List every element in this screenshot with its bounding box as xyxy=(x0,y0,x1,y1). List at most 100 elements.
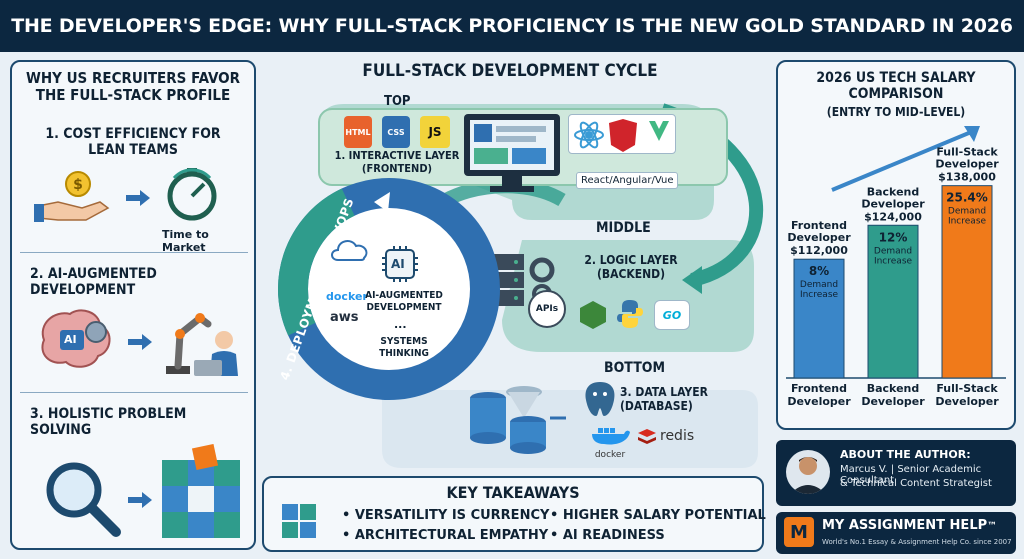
title-bar: THE DEVELOPER'S EDGE: WHY FULL-STACK PRO… xyxy=(0,0,1024,52)
top-tag: TOP xyxy=(384,94,411,109)
bar-category-above: Full-Stack xyxy=(936,146,998,159)
takeaway-bullet: • HIGHER SALARY POTENTIAL xyxy=(550,508,766,523)
monitor-icon xyxy=(462,112,562,196)
docker-db-icon: docker xyxy=(590,424,630,460)
bar-demand-word: Increase xyxy=(800,290,839,300)
go-icon: GO xyxy=(654,300,690,330)
x-tick-label: Developer xyxy=(935,395,999,408)
aws-label: aws xyxy=(330,310,359,325)
puzzle-icon xyxy=(158,443,246,540)
svg-text:$: $ xyxy=(73,177,83,193)
center-line2: SYSTEMS THINKING xyxy=(379,336,429,359)
bar-value-label: $124,000 xyxy=(864,210,922,223)
ai-chip-label: AI xyxy=(64,333,77,346)
devops-ring xyxy=(278,178,500,400)
arrow-right-icon xyxy=(128,334,152,350)
time-to-market-caption: Time to Market xyxy=(162,228,209,254)
bar-0 xyxy=(793,258,845,379)
item-ai-augmented: 2. AI-AUGMENTED DEVELOPMENT xyxy=(30,266,157,299)
brain-icon xyxy=(34,306,118,374)
bar-demand-word: Increase xyxy=(874,256,913,266)
postgres-icon xyxy=(582,380,618,420)
takeaway-4: AI READINESS xyxy=(562,528,665,543)
avatar xyxy=(786,450,830,494)
author-panel: ABOUT THE AUTHOR: Marcus V. | Senior Aca… xyxy=(776,440,1016,506)
bar-category-above: Developer xyxy=(935,158,999,171)
brand-logo-letter: M xyxy=(790,521,808,543)
api-label: APIs xyxy=(535,304,559,314)
brand-logo: M xyxy=(784,517,814,547)
bar-value-label: $138,000 xyxy=(938,171,996,184)
divider xyxy=(20,252,248,253)
cloud-icon xyxy=(330,236,370,262)
x-tick-label: Frontend xyxy=(791,382,847,395)
takeaway-1: VERSATILITY IS CURRENCY xyxy=(354,508,550,523)
salary-heading: 2026 US TECH SALARY COMPARISON xyxy=(816,70,976,103)
recruiters-heading: WHY US RECRUITERS FAVOR THE FULL-STACK P… xyxy=(25,69,241,105)
takeaways-heading: KEY TAKEAWAYS xyxy=(446,483,580,502)
bar-demand-word: Demand xyxy=(800,280,838,290)
docker-db-label: docker xyxy=(594,450,626,460)
api-badge: APIs xyxy=(528,290,566,328)
center-dots: ... xyxy=(394,318,407,331)
trend-arrow xyxy=(831,128,977,192)
hand-coin-icon: $ xyxy=(34,170,114,228)
nodejs-icon xyxy=(578,300,608,330)
bar-demand-pct: 12% xyxy=(879,230,908,244)
x-tick-label: Full-Stack xyxy=(936,382,998,395)
takeaway-2: HIGHER SALARY POTENTIAL xyxy=(562,508,766,523)
brand-tm: ™ xyxy=(987,521,998,532)
arrow-right-icon xyxy=(126,190,150,206)
takeaways-panel: KEY TAKEAWAYS • VERSATILITY IS CURRENCY … xyxy=(262,476,766,552)
middle-tag: MIDDLE xyxy=(596,220,651,236)
takeaway-bullet: • VERSATILITY IS CURRENCY xyxy=(342,508,550,523)
bar-demand-word: Increase xyxy=(948,217,987,227)
database-stack-icon xyxy=(466,378,570,454)
stopwatch-icon xyxy=(164,166,220,222)
takeaway-3: ARCHITECTURAL EMPATHY xyxy=(354,528,549,543)
bar-demand-word: Demand xyxy=(874,246,912,256)
bar-category-above: Frontend xyxy=(791,219,847,232)
docker-devops-label: docker xyxy=(326,290,368,303)
ai-brain-icon xyxy=(380,244,420,284)
redis-icon xyxy=(636,428,658,446)
database-label: 3. DATA LAYER (DATABASE) xyxy=(620,385,708,413)
go-label: GO xyxy=(662,308,682,322)
author-line2: & Technical Content Strategist xyxy=(840,478,992,489)
frameworks-caption: React/Angular/Vue xyxy=(576,172,679,189)
bar-category-above: Developer xyxy=(787,231,851,244)
bottom-tag: BOTTOM xyxy=(604,360,666,376)
x-tick-label: Developer xyxy=(861,395,925,408)
recruiters-panel: WHY US RECRUITERS FAVOR THE FULL-STACK P… xyxy=(10,60,256,550)
author-heading: ABOUT THE AUTHOR: xyxy=(840,448,971,461)
brand-name-text: MY ASSIGNMENT HELP xyxy=(822,518,988,533)
divider xyxy=(20,392,248,393)
html-icon: HTML xyxy=(344,116,372,148)
backend-label: 2. LOGIC LAYER (BACKEND) xyxy=(584,253,678,281)
cycle-heading: FULL-STACK DEVELOPMENT CYCLE xyxy=(362,61,658,81)
takeaway-bullet: • AI READINESS xyxy=(550,528,665,543)
python-icon xyxy=(614,298,646,330)
redis-label: redis xyxy=(660,428,695,444)
brand-name: MY ASSIGNMENT HELP™ xyxy=(822,518,997,533)
bar-category-above: Backend xyxy=(867,185,920,198)
robot-arm-developer-icon xyxy=(158,300,250,380)
page-title: THE DEVELOPER'S EDGE: WHY FULL-STACK PRO… xyxy=(11,15,1013,37)
x-tick-label: Backend xyxy=(867,382,920,395)
frontend-label: 1. INTERACTIVE LAYER (FRONTEND) xyxy=(334,149,460,175)
item-holistic: 3. HOLISTIC PROBLEM SOLVING xyxy=(30,406,187,439)
salary-subheading: (ENTRY TO MID-LEVEL) xyxy=(826,105,966,119)
author-line1: Marcus V. | Senior Academic Consultant xyxy=(840,464,982,486)
trend-arrow-head xyxy=(964,126,980,142)
magnifier-icon xyxy=(40,456,124,540)
brand-panel: M MY ASSIGNMENT HELP™ World's No.1 Essay… xyxy=(776,512,1016,554)
bar-2 xyxy=(941,185,993,379)
bar-demand-pct: 25.4% xyxy=(946,191,988,205)
bar-1 xyxy=(867,224,919,379)
ai-center-badge: AI xyxy=(391,257,405,271)
salary-chart: 8%DemandIncreaseFrontendDeveloper$112,00… xyxy=(786,126,1006,408)
js-icon: JS xyxy=(420,116,450,148)
frameworks-box xyxy=(568,114,676,154)
x-tick-label: Developer xyxy=(787,395,851,408)
bar-demand-word: Demand xyxy=(948,207,986,217)
